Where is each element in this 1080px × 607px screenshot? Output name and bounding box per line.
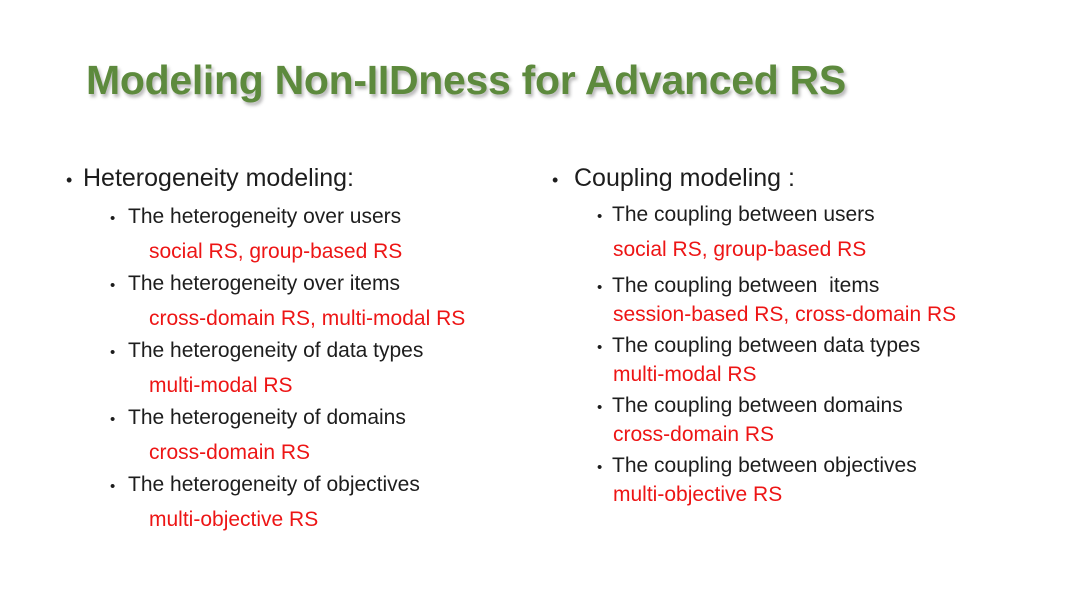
bullet-line: • The heterogeneity of objectives [110, 469, 541, 504]
bullet-item-text: The heterogeneity of domains [128, 406, 406, 429]
bullet-item-text: The heterogeneity of data types [128, 339, 424, 362]
bullet-line: • The coupling between data types [597, 332, 1077, 361]
bullet-line: • The coupling between objectives [597, 452, 1077, 481]
bullet-line: • The heterogeneity of domains [110, 402, 541, 437]
bullet-line: • The coupling between users [597, 201, 1077, 230]
bullet-icon: • [110, 411, 116, 428]
example-label: session-based RS, cross-domain RS [613, 303, 957, 326]
bullet-line: • The heterogeneity over users [110, 201, 541, 236]
bullet-line: • The heterogeneity over items [110, 268, 541, 303]
bullet-icon: • [597, 399, 603, 416]
bullet-icon: • [597, 208, 603, 225]
bullet-item-text: The coupling between users [612, 203, 875, 226]
bullet-icon: • [552, 170, 559, 190]
bullet-item-text: The heterogeneity of objectives [128, 473, 420, 496]
column-heading: • Coupling modeling : [552, 162, 1077, 197]
example-label: social RS, group-based RS [149, 239, 403, 263]
column-heading-text: Heterogeneity modeling: [83, 164, 354, 192]
example-label: multi-modal RS [149, 373, 293, 397]
slide-title: Modeling Non-IIDness for Advanced RS [86, 57, 846, 103]
list-item: • The heterogeneity over items cross-dom… [66, 268, 541, 335]
example-label: cross-domain RS [613, 423, 775, 446]
bullet-item-text: The coupling between objectives [612, 454, 917, 477]
example-label: social RS, group-based RS [613, 238, 867, 261]
bullet-icon: • [597, 339, 603, 356]
bullet-item-text: The coupling between data types [612, 334, 921, 357]
bullet-line: • The coupling between domains [597, 392, 1077, 421]
list-item: • The heterogeneity of data types multi-… [66, 335, 541, 402]
bullet-item-text: The coupling between domains [612, 394, 903, 417]
list-item: • The heterogeneity of domains cross-dom… [66, 402, 541, 469]
bullet-item-text: The heterogeneity over items [128, 272, 400, 295]
bullet-line: • The coupling between items [597, 272, 1077, 301]
coupling-column: • Coupling modeling : • The coupling bet… [552, 162, 1077, 512]
bullet-icon: • [110, 210, 116, 227]
list-item: • The coupling between objectives multi-… [552, 452, 1077, 508]
example-label: cross-domain RS [149, 440, 311, 464]
column-heading-text: Coupling modeling : [574, 164, 795, 192]
example-label: cross-domain RS, multi-modal RS [149, 306, 466, 330]
example-label: multi-objective RS [149, 507, 319, 531]
list-item: • The coupling between data types multi-… [552, 332, 1077, 388]
bullet-line: • The heterogeneity of data types [110, 335, 541, 370]
list-item: • The heterogeneity of objectives multi-… [66, 469, 541, 536]
bullet-icon: • [597, 279, 603, 296]
example-label: multi-modal RS [613, 363, 757, 386]
bullet-icon: • [110, 478, 116, 495]
bullet-item-text: The coupling between items [612, 274, 880, 297]
bullet-icon: • [110, 344, 116, 361]
heterogeneity-column: • Heterogeneity modeling: • The heteroge… [66, 162, 541, 536]
list-item: • The coupling between users social RS, … [552, 201, 1077, 263]
list-item: • The coupling between domains cross-dom… [552, 392, 1077, 448]
bullet-icon: • [66, 170, 73, 190]
list-item: • The heterogeneity over users social RS… [66, 201, 541, 268]
bullet-icon: • [110, 277, 116, 294]
bullet-icon: • [597, 459, 603, 476]
column-heading: • Heterogeneity modeling: [66, 162, 541, 197]
list-item: • The coupling between items session-bas… [552, 272, 1077, 328]
example-label: multi-objective RS [613, 483, 783, 506]
bullet-item-text: The heterogeneity over users [128, 205, 402, 228]
